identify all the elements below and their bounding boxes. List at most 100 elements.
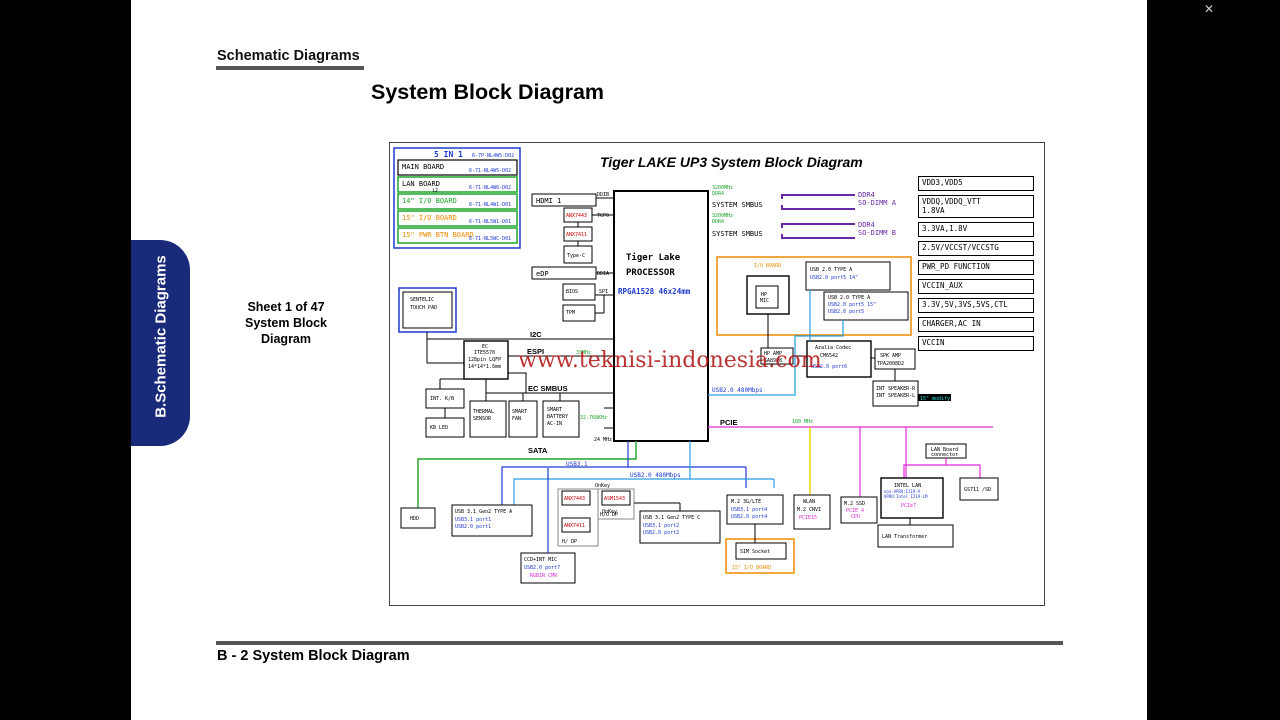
usb31-a-l2: USB3.1 port1 [455, 517, 491, 523]
clock-32k: 32.768KHz [580, 415, 607, 421]
touchpad-line2: TOUCH PAD [410, 305, 437, 311]
bus-100mhz: 100 MHz [792, 419, 813, 425]
power-rail-box: 3.3VA,1.8V [918, 222, 1034, 237]
touchpad-box [402, 291, 453, 329]
usb31-a-l3: USB2.0 port1 [455, 524, 491, 530]
tpm-label: TPM [566, 310, 575, 316]
dimm-b-l1: DDR4 [858, 221, 875, 229]
anx7443-b-label: ANX7443 [564, 496, 585, 502]
clock-24m: 24 MHz [594, 437, 612, 443]
usb31-c-l3: USB2.0 port2 [643, 530, 679, 536]
bios-label: BIOS [566, 289, 578, 295]
usb-a-2-box [823, 291, 909, 321]
sheet-number: Sheet 1 of 47 [247, 300, 325, 314]
power-rail-box: 2.5V/VCCST/VCCSTG [918, 241, 1034, 256]
codec-box[interactable] [806, 340, 872, 378]
lan-connector-l2: connector [931, 452, 958, 458]
battery-line1: SMART [547, 407, 562, 413]
intel-lan-l3: VPRO:Intel I219-LM [884, 494, 928, 499]
asm1543-chip [601, 490, 631, 506]
sim-label: SIM Socket [740, 549, 770, 555]
power-rail-label: VCCIN_AUX [922, 281, 963, 290]
ec-box[interactable] [463, 340, 509, 380]
dimm-a-l2: SO-DIMM A [858, 199, 897, 207]
bus-ec-smbus: EC SMBUS [528, 384, 568, 393]
usb-a-1-port: USB2.0 port5 14" [810, 275, 858, 281]
power-rail-box: 3.3V,5V,3VS,5VS,CTL [918, 298, 1034, 313]
thermal-box [469, 400, 507, 438]
side-tab [131, 240, 190, 446]
hdd-label: HDD [410, 516, 419, 522]
block-diagram: .t{font-family:"DejaVu Sans Mono","Liber… [389, 142, 1045, 606]
document-page: Schematic Diagrams System Block Diagram … [131, 0, 1147, 720]
power-rail-box: PWR_PD FUNCTION [918, 260, 1034, 275]
mem-b-mhz: 3200MHz [712, 213, 733, 219]
battery-box [542, 400, 580, 438]
m2-lte-l2: USB3.1 port4 [731, 507, 767, 513]
lan-board-box [397, 176, 518, 193]
bus-pcie: PCIE [720, 418, 738, 427]
pin-ddib: DDIB [597, 192, 609, 198]
power-rail-label: 3.3VA,1.8V [922, 224, 968, 233]
ssd-box [840, 496, 878, 524]
usb-a-1-box [805, 261, 891, 291]
usb31-c-l2: USB3.1 port2 [643, 523, 679, 529]
lan-board-pn: 6-71-NL4W6-D02 [469, 185, 511, 191]
onkey-1: OnKey [595, 483, 610, 489]
pwr15-label: 15" PWR BTN BOARD [402, 231, 474, 239]
bus-usb20-io: USB2.0 480Mbps [712, 387, 763, 394]
bus-33mhz: 33MHz [576, 350, 591, 356]
power-rail-box: VDD3,VDD5 [918, 176, 1034, 191]
io-board-frame [716, 256, 912, 336]
fan-line2: FAN [512, 416, 521, 422]
fan-line1: SMART [512, 409, 527, 415]
mic-label: MIC [760, 298, 769, 304]
spk-amp-l1: SPK AMP [880, 353, 901, 359]
footer-rule [216, 641, 1063, 645]
ec-line3: 128pin LQFP [468, 357, 501, 363]
sheet-line2: System Block [245, 316, 327, 330]
usb31-a-l1: USB 3.1 Gen2 TYPE A [455, 509, 512, 515]
anx7411-b-chip [561, 517, 591, 533]
io14-box [397, 193, 518, 210]
int-speaker-r: INT SPEAKER-R [876, 386, 916, 392]
hp-amp-l1: HP AMP [764, 351, 782, 357]
lan-board-label: LAN BOARD [402, 180, 440, 188]
intel-lan-box [880, 477, 944, 519]
close-icon[interactable]: ✕ [1204, 2, 1215, 16]
intel-lan-l1: INTEL LAN [894, 483, 921, 489]
pwr15-box [397, 227, 518, 244]
power-rail-box: VCCIN [918, 336, 1034, 351]
wlan-l1: WLAN [803, 499, 815, 505]
hp-mic-inner [755, 285, 779, 309]
lan-connector-l1: LAN Board [931, 447, 958, 453]
cpu-box[interactable] [613, 190, 709, 442]
power-rail-box: VCCIN_AUX [918, 279, 1034, 294]
io15-pn: 6-71-NL5W1-D01 [469, 219, 511, 225]
io15-label: 15" I/O BOARD [402, 214, 457, 222]
bus-usb31: USB3.1 [566, 461, 588, 468]
touchpad-line1: SENTELIC [410, 297, 434, 303]
hdp-label: H/ DP [562, 539, 577, 545]
cpu-line3: RPGA1528 46x24mm [618, 287, 691, 296]
mem-a-ddr: DDR4 [712, 191, 724, 197]
ssd-l3: CPU [851, 514, 860, 520]
power-rail-label: 1.8VA [922, 205, 945, 215]
modify-tag-label: 15" modify [920, 396, 950, 402]
modify-tag [918, 394, 951, 401]
power-rail-label: VDDQ,VDDQ_VTT [922, 197, 981, 206]
ccd-box [520, 552, 576, 584]
lan-board-note: i2 [432, 188, 438, 194]
io14-label: 14" I/O BOARD [402, 197, 457, 205]
five-in-one-pn: 6-7P-NL4W5-D02 [472, 153, 514, 159]
power-rail-label: PWR_PD FUNCTION [922, 262, 990, 271]
power-rail-label: 3.3V,5V,3VS,5VS,CTL [922, 300, 1008, 309]
m2-lte-box [726, 494, 784, 525]
gl-label: GS711 /SD [964, 487, 991, 493]
hdmi-label: HDMI 1 [536, 197, 561, 205]
page-title: System Block Diagram [371, 80, 605, 104]
asm-group [597, 488, 635, 520]
thermal-line2: SENSOR [473, 416, 492, 422]
anx7443-label: ANX7443 [566, 213, 587, 219]
